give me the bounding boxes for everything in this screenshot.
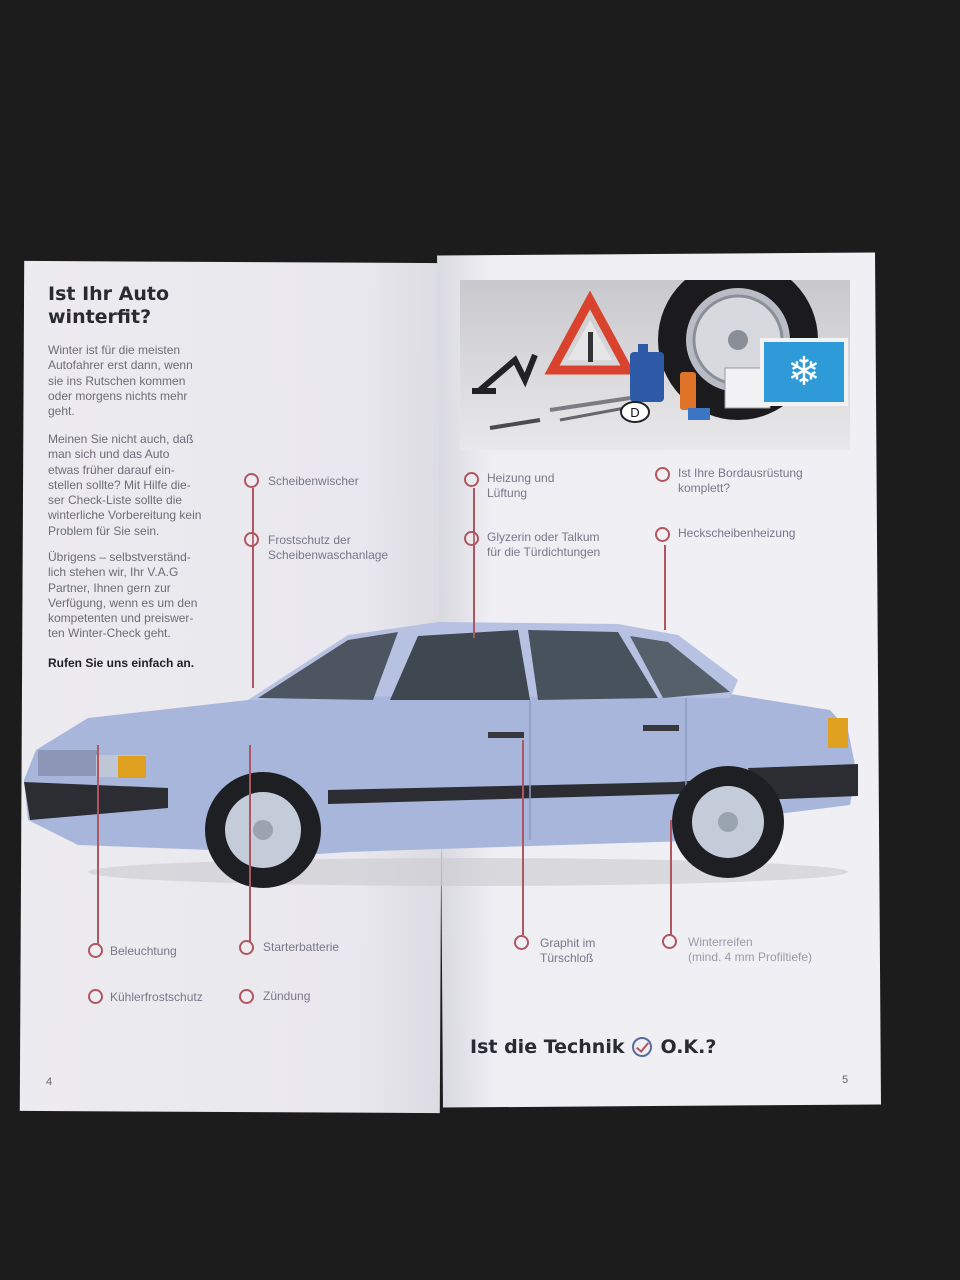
item-graphit: Graphit im Türschloß	[540, 936, 596, 965]
check-circle[interactable]	[464, 531, 479, 546]
technik-ok-heading: Ist die Technik O.K.?	[470, 1036, 716, 1058]
item-glyzerin: Glyzerin oder Talkum für die Türdichtung…	[487, 530, 601, 559]
snowflake-icon: ❄	[787, 349, 821, 395]
check-circle[interactable]	[244, 532, 259, 547]
check-circle[interactable]	[655, 467, 670, 482]
check-circle[interactable]	[464, 472, 479, 487]
checkmark-icon	[632, 1037, 653, 1057]
check-circle[interactable]	[88, 989, 103, 1004]
check-circle[interactable]	[514, 935, 529, 950]
warning-triangle-icon	[544, 290, 636, 375]
partner-paragraph: Übrigens – selbstverständ- lich stehen w…	[48, 550, 198, 641]
lock-line	[522, 740, 524, 935]
item-beleuchtung: Beleuchtung	[110, 944, 177, 958]
page-number-left: 4	[46, 1076, 53, 1088]
item-scheibenwischer: Scheibenwischer	[268, 474, 359, 488]
item-heckscheibenheizung: Heckscheibenheizung	[678, 526, 796, 540]
page-title: Ist Ihr Auto winterfit?	[48, 283, 170, 328]
ok-suffix: O.K.?	[660, 1036, 717, 1058]
check-circle[interactable]	[239, 989, 254, 1004]
check-circle[interactable]	[655, 527, 670, 542]
page-number-right: 5	[842, 1074, 849, 1086]
rear-heater-line	[664, 545, 666, 630]
check-circle[interactable]	[88, 943, 103, 958]
wiper-line	[252, 488, 254, 688]
tire-line	[670, 820, 672, 935]
car-illustration	[24, 622, 858, 888]
intro-paragraph: Winter ist für die meisten Autofahrer er…	[48, 343, 193, 419]
check-circle[interactable]	[244, 473, 259, 488]
ok-prefix: Ist die Technik	[470, 1036, 625, 1058]
heating-line	[473, 488, 475, 638]
item-starterbatterie: Starterbatterie	[263, 940, 340, 954]
item-zuendung: Zündung	[263, 989, 311, 1003]
item-bordausruestung: Ist Ihre Bordausrüstung komplett?	[678, 466, 803, 495]
country-badge-letter: D	[630, 405, 639, 420]
snow-badge: ❄	[760, 338, 848, 406]
item-heizung: Heizung und Lüftung	[487, 471, 555, 500]
checklist-paragraph: Meinen Sie nicht auch, daß man sich und …	[48, 432, 202, 538]
rear-wheel	[672, 766, 784, 878]
call-to-action: Rufen Sie uns einfach an.	[48, 656, 195, 670]
front-wheel	[205, 772, 321, 888]
equipment-photo: D ❄	[460, 280, 850, 450]
item-kuehlerfrostschutz: Kühlerfrostschutz	[110, 990, 203, 1004]
lights-line	[97, 745, 99, 945]
item-frostschutz: Frostschutz der Scheibenwaschanlage	[268, 533, 389, 562]
battery-line	[249, 745, 251, 942]
check-circle[interactable]	[662, 934, 677, 949]
check-circle[interactable]	[239, 940, 254, 955]
item-winterreifen: Winterreifen (mind. 4 mm Profiltiefe)	[688, 935, 813, 964]
